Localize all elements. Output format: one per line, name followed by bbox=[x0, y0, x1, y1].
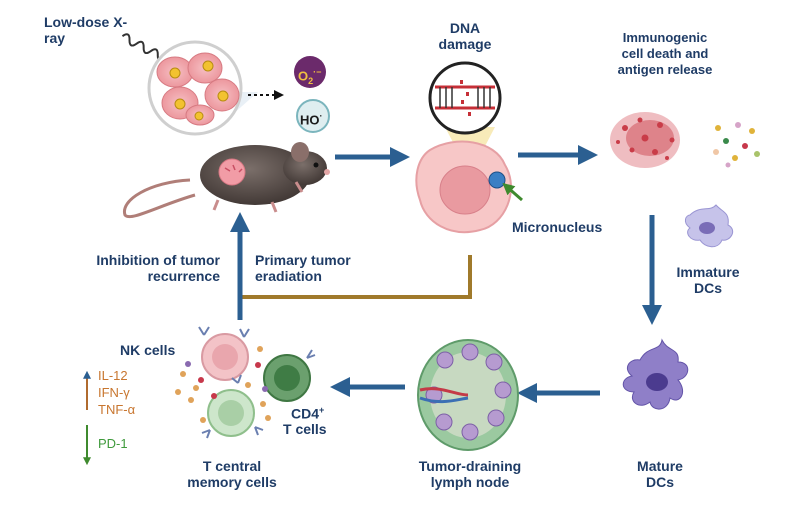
lymph-label-line1: Tumor-draining bbox=[418, 458, 522, 474]
primary-label-line1: Primary tumor bbox=[255, 252, 351, 268]
inhibition-label: Inhibition of tumor recurrence bbox=[60, 252, 220, 284]
dendritic-cell-icon bbox=[684, 204, 734, 248]
cd4-superscript: + bbox=[319, 405, 325, 415]
dna-damage-label: DNA damage bbox=[420, 20, 510, 52]
tcm-label-line2: memory cells bbox=[187, 474, 277, 490]
tnfa-label: TNF-α bbox=[98, 402, 136, 417]
lymph-label-line2: lymph node bbox=[430, 474, 510, 490]
nk-cells-label: NK cells bbox=[120, 342, 176, 358]
ho-superscript: · bbox=[319, 111, 323, 121]
antigen-dots-icon bbox=[713, 122, 760, 168]
lymph-node-icon bbox=[417, 339, 519, 451]
tumor-cells-icon bbox=[147, 40, 258, 136]
immature-label-line2: DCs bbox=[693, 280, 722, 296]
xray-label-line2: ray bbox=[44, 30, 66, 46]
mouse-icon bbox=[123, 142, 330, 218]
cd4-text: CD4 bbox=[291, 405, 320, 422]
tcm-label-line1: T central bbox=[202, 458, 262, 474]
inhibition-label-line1: Inhibition of tumor bbox=[96, 252, 220, 268]
pd1-label: PD-1 bbox=[98, 436, 128, 451]
inhibition-label-line2: recurrence bbox=[147, 268, 220, 284]
mature-label-line2: DCs bbox=[645, 474, 674, 490]
lymph-node-label: Tumor-draining lymph node bbox=[400, 458, 540, 490]
dna-label-line1: DNA bbox=[449, 20, 481, 36]
xray-label: Low-dose X- ray bbox=[44, 14, 127, 46]
ho-label: HO· bbox=[300, 108, 323, 128]
dna-label-line2: damage bbox=[438, 36, 492, 52]
o2-radical-icon bbox=[294, 56, 326, 88]
o2-superscript: ·− bbox=[313, 67, 322, 77]
nk-cell-icon bbox=[201, 333, 249, 381]
o2-text: O bbox=[298, 68, 309, 84]
primary-label-line2: eradiation bbox=[255, 268, 322, 284]
immature-dcs-label: Immature DCs bbox=[660, 264, 756, 296]
cd4-label: CD4+ bbox=[291, 402, 324, 422]
mature-label-line1: Mature bbox=[637, 458, 683, 474]
mature-dendritic-cell-icon bbox=[622, 338, 689, 410]
immature-label-line1: Immature bbox=[676, 264, 740, 280]
ifng-label: IFN-γ bbox=[98, 385, 130, 400]
tcm-label: T central memory cells bbox=[172, 458, 292, 490]
primary-tumor-label: Primary tumor eradiation bbox=[255, 252, 351, 284]
t-cells-label: T cells bbox=[283, 421, 327, 437]
memory-t-cell-icon bbox=[207, 389, 255, 437]
icd-label-line2: cell death and bbox=[621, 46, 709, 61]
mature-dcs-label: Mature DCs bbox=[625, 458, 695, 490]
micronucleus-label: Micronucleus bbox=[512, 219, 603, 235]
icd-label-line1: Immunogenic bbox=[622, 30, 708, 45]
damaged-cell-icon bbox=[415, 140, 512, 234]
il12-label: IL-12 bbox=[98, 368, 128, 383]
o2-subscript: 2 bbox=[308, 75, 314, 86]
xray-label-line1: Low-dose X- bbox=[44, 14, 128, 30]
t-cell-icon bbox=[263, 354, 311, 402]
icd-label: Immunogenic cell death and antigen relea… bbox=[590, 30, 740, 78]
ho-radical-icon bbox=[296, 99, 330, 133]
cell-debris-icon bbox=[610, 112, 680, 168]
o2-label: O2·− bbox=[298, 64, 321, 89]
xray-wave-icon bbox=[121, 33, 166, 62]
ho-text: HO bbox=[300, 112, 320, 128]
icd-label-line3: antigen release bbox=[617, 62, 713, 77]
